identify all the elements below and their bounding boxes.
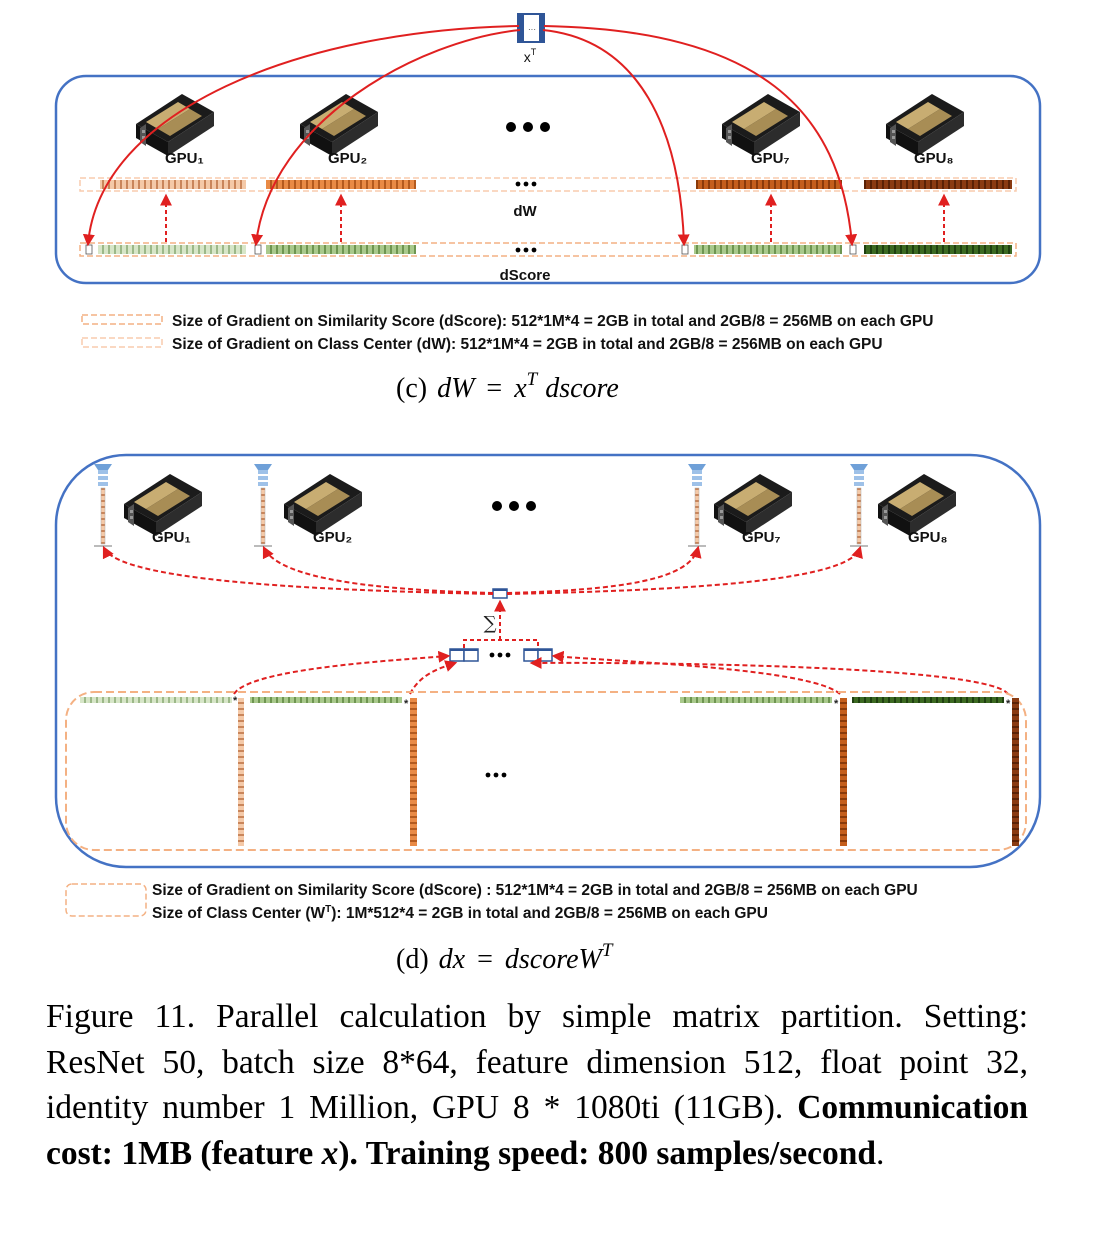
dscore-row-outline [79,242,1017,257]
wt-shard-gpu1 [238,698,244,846]
ellipsis-icon [506,122,550,132]
svg-text:*: * [404,698,409,710]
dscore-shard-gpu7 [680,697,832,703]
legend-text-dscore: Size of Gradient on Similarity Score (dS… [172,313,933,330]
sum-symbol: ∑ [484,613,497,634]
gpu-icon [136,94,214,156]
panel-d-container [54,453,1042,869]
legend-swatch-dscore [81,314,163,325]
dscore-label: dScore [500,267,551,284]
dscore-to-dw-arrows [160,193,950,242]
aggregated-vector-icon [492,588,508,599]
gpu-label: GPU₈ [914,150,954,167]
ellipsis-icon [485,772,507,778]
xt-label: xT [524,47,537,65]
legend-text-class-center: Size of Class Center (WT): 1M*512*4 = 2G… [152,904,768,922]
gpu-icon [124,474,202,536]
wt-shard-gpu8 [1012,698,1019,846]
feature-stack-icon [253,463,273,547]
gpu-icon [714,474,792,536]
legend-text-dscore: Size of Gradient on Similarity Score (dS… [152,882,918,899]
gpu-icon [886,94,964,156]
legend-swatch-dw [81,337,163,348]
dscore-shard-gpu7 [694,245,842,254]
panel-d: GPU₁ GPU₂ GPU₇ GPU₈ ∑ [54,453,1042,975]
panel-c-container [54,74,1042,285]
dw-label: dW [513,203,537,220]
gpu-icon [878,474,956,536]
gpu-label: GPU₂ [328,150,367,167]
svg-text:···: ··· [528,25,536,34]
gpu-icon [300,94,378,156]
gpu-label: GPU₁ [152,529,191,546]
dw-shard-gpu2 [266,180,416,189]
feature-stack-icon [849,463,869,547]
gpu-label: GPU₈ [908,529,948,546]
svg-text:*: * [834,698,839,710]
dw-row-outline [79,177,1017,192]
legend-swatch-dscore [65,883,147,917]
figure-caption: Figure 11. Parallel calculation by simpl… [46,998,1028,1172]
gpu-label: GPU₁ [165,150,204,167]
gpu-icon [284,474,362,536]
ellipsis-icon [492,501,536,511]
gpu-icon [722,94,800,156]
dw-shard-gpu8 [864,180,1012,189]
reduce-broadcast-arrows [102,545,863,595]
svg-text:*: * [233,695,238,707]
wt-shard-gpu2 [410,698,417,846]
gpu-label: GPU₇ [751,150,790,167]
xt-vector-icon: ··· [517,13,545,43]
dscore-shard-gpu1 [80,697,232,703]
svg-text:*: * [1006,698,1011,710]
partial-sum-arrows [233,650,1009,695]
dw-shard-gpu7 [696,180,842,189]
dscore-shard-gpu1 [98,245,246,254]
ellipsis-icon [489,652,511,658]
panel-c: ··· xT GPU₁ GPU₂ GPU₇ GPU₈ dW [54,13,1042,404]
ellipsis-icon [515,247,537,253]
xt-broadcast-arrows [82,25,858,247]
dscore-shard-gpu2 [250,697,402,703]
dscore-region [65,691,1027,851]
wt-shard-gpu7 [840,698,847,846]
dw-shard-gpu1 [100,180,246,189]
feature-stack-icon [687,463,707,547]
dscore-shard-gpu2 [266,245,416,254]
gpu-label: GPU₇ [742,529,781,546]
feature-stack-icon [93,463,113,547]
legend-text-dw: Size of Gradient on Class Center (dW): 5… [172,336,883,353]
dscore-shard-gpu8 [852,697,1004,703]
ellipsis-icon [515,181,537,187]
gpu-label: GPU₂ [313,529,352,546]
panel-d-caption: (d)dx=dscoreWT [396,940,614,975]
dscore-shard-gpu8 [864,245,1012,254]
